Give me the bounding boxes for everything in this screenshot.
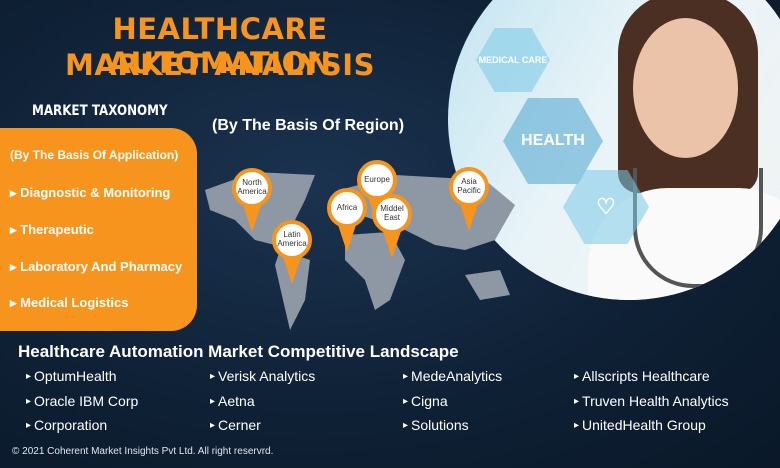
company-item: UnitedHealth Group xyxy=(574,417,706,433)
pin-africa: Africa xyxy=(327,188,367,252)
pin-latin-america: Latin America xyxy=(272,220,312,284)
company-item: Cigna xyxy=(403,393,448,409)
hex-medical-care: MEDICAL CARE xyxy=(476,28,550,92)
region-heading: (By The Basis Of Region) xyxy=(212,117,405,134)
pin-label: Latin America xyxy=(272,220,312,260)
application-heading: (By The Basis Of Application) xyxy=(10,148,179,162)
copyright-footer: © 2021 Coherent Market Insights Pvt Ltd.… xyxy=(12,446,274,457)
company-item: Corporation xyxy=(26,417,107,433)
pin-asia-pacific: Asia Pacific xyxy=(449,167,489,231)
company-item: Truven Health Analytics xyxy=(574,393,729,409)
company-item: Solutions xyxy=(403,417,469,433)
application-item-label: Therapeutic xyxy=(20,222,94,237)
company-item: OptumHealth xyxy=(26,368,116,384)
application-panel: (By The Basis Of Application) ▸ Diagnost… xyxy=(0,128,197,331)
title-line-1: HEALTHCARE AUTOMATION xyxy=(108,12,332,80)
company-item: Cerner xyxy=(210,417,261,433)
landscape-heading: Healthcare Automation Market Competitive… xyxy=(18,342,459,361)
pin-label: Europe xyxy=(357,160,397,200)
pin-middle-east: Middel East xyxy=(372,194,412,258)
doctor-photo: MEDICAL CARE HEALTH ♡ xyxy=(448,0,780,300)
application-item-label: Medical Logistics xyxy=(20,295,129,310)
stethoscope xyxy=(633,168,763,288)
company-item: Allscripts Healthcare xyxy=(574,368,710,384)
application-item-label: Laboratory And Pharmacy xyxy=(20,259,183,274)
doctor-face xyxy=(633,18,738,158)
company-item: MedeAnalytics xyxy=(403,368,502,384)
company-item: Verisk Analytics xyxy=(210,368,315,384)
company-item: Aetna xyxy=(210,393,255,409)
map-australia xyxy=(465,270,510,300)
title-line-2: MARKET ANALYSIS xyxy=(65,48,375,82)
company-item: Oracle IBM Corp xyxy=(26,393,138,409)
pin-label: Asia Pacific xyxy=(449,167,489,207)
pin-label: Africa xyxy=(327,188,367,228)
pin-label: Middel East xyxy=(372,194,412,234)
pin-north-america: North America xyxy=(232,168,272,232)
hex-health: HEALTH xyxy=(503,98,603,184)
application-item-label: Diagnostic & Monitoring xyxy=(20,185,171,200)
application-item: ▸ Diagnostic & Monitoring xyxy=(10,185,171,200)
pin-europe: Europe xyxy=(357,160,397,224)
application-item: ▸ Laboratory And Pharmacy xyxy=(10,259,183,274)
pin-label: North America xyxy=(232,168,272,208)
application-item: ▸ Therapeutic xyxy=(10,222,94,237)
taxonomy-label: MARKET TAXONOMY xyxy=(32,103,168,119)
application-item: ▸ Medical Logistics xyxy=(10,295,129,310)
